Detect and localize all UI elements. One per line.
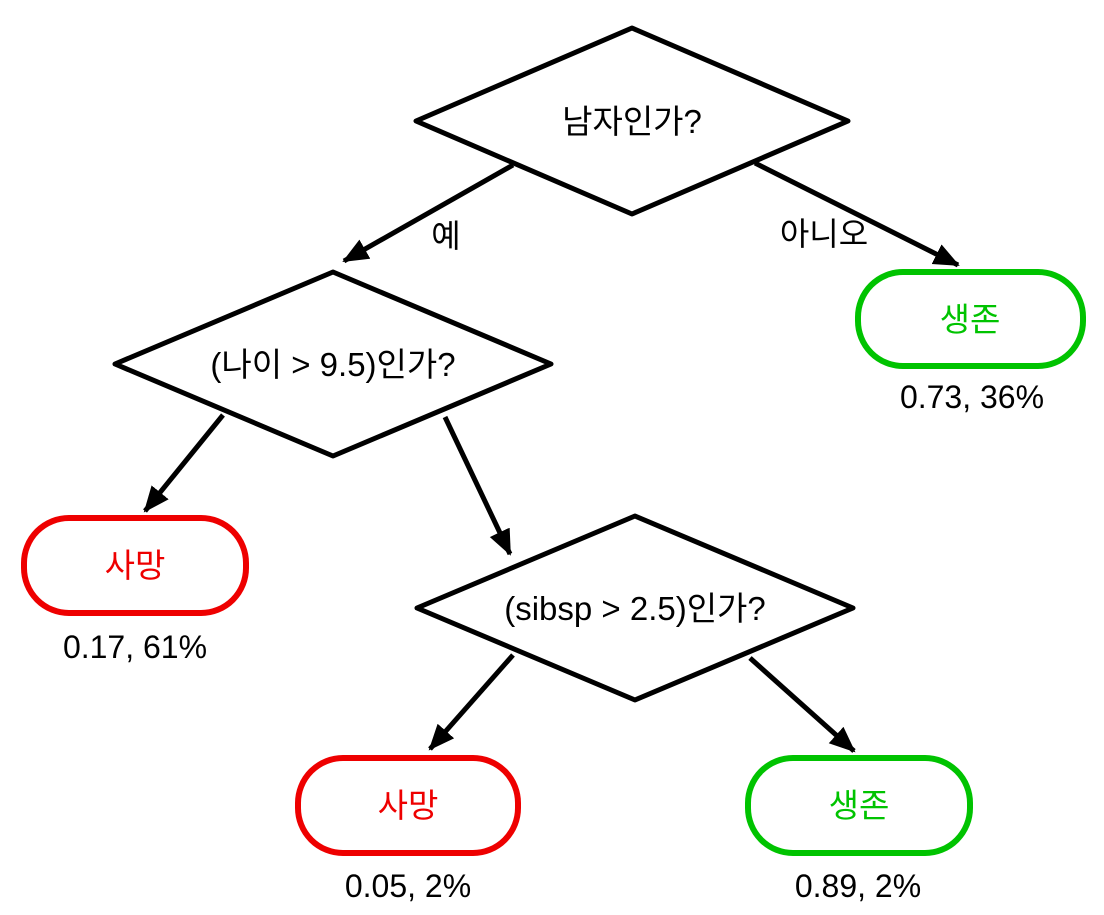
yes-edge-label: 예 xyxy=(431,218,460,254)
survived-leaf-label-root: 생존 xyxy=(940,301,1001,338)
age-question-diamond xyxy=(112,269,554,459)
root-question-text: 남자인가? xyxy=(562,103,702,140)
survived-leaf-box-sibsp xyxy=(745,755,973,856)
edge-age-died-arrow xyxy=(143,413,225,513)
edge-age-sibsp-arrow xyxy=(442,415,513,556)
edge-root-yes-arrow xyxy=(342,162,515,264)
sibsp-question-text: (sibsp > 2.5)인가? xyxy=(504,590,766,627)
survived-leaf-label-sibsp: 생존 xyxy=(829,787,890,824)
survived-leaf-stats-root: 0.73, 36% xyxy=(900,379,1044,415)
edge-root-no-arrow xyxy=(753,160,960,268)
edge-sibsp-died-arrow xyxy=(428,653,515,751)
died-leaf-stats-age: 0.17, 61% xyxy=(63,629,207,665)
edge-sibsp-survived-arrow xyxy=(748,656,856,753)
root-question-diamond xyxy=(413,25,851,217)
died-leaf-label-sibsp: 사망 xyxy=(378,787,439,824)
no-edge-label: 아니오 xyxy=(780,216,868,252)
survived-leaf-box-root xyxy=(855,269,1086,369)
died-leaf-box-sibsp xyxy=(295,755,521,856)
died-leaf-label-age: 사망 xyxy=(105,547,166,584)
age-question-text: (나이 > 9.5)인가? xyxy=(210,346,455,383)
sibsp-question-diamond xyxy=(414,513,856,703)
died-leaf-box-age xyxy=(21,515,249,616)
died-leaf-stats-sibsp: 0.05, 2% xyxy=(345,868,471,904)
survived-leaf-stats-sibsp: 0.89, 2% xyxy=(795,868,921,904)
